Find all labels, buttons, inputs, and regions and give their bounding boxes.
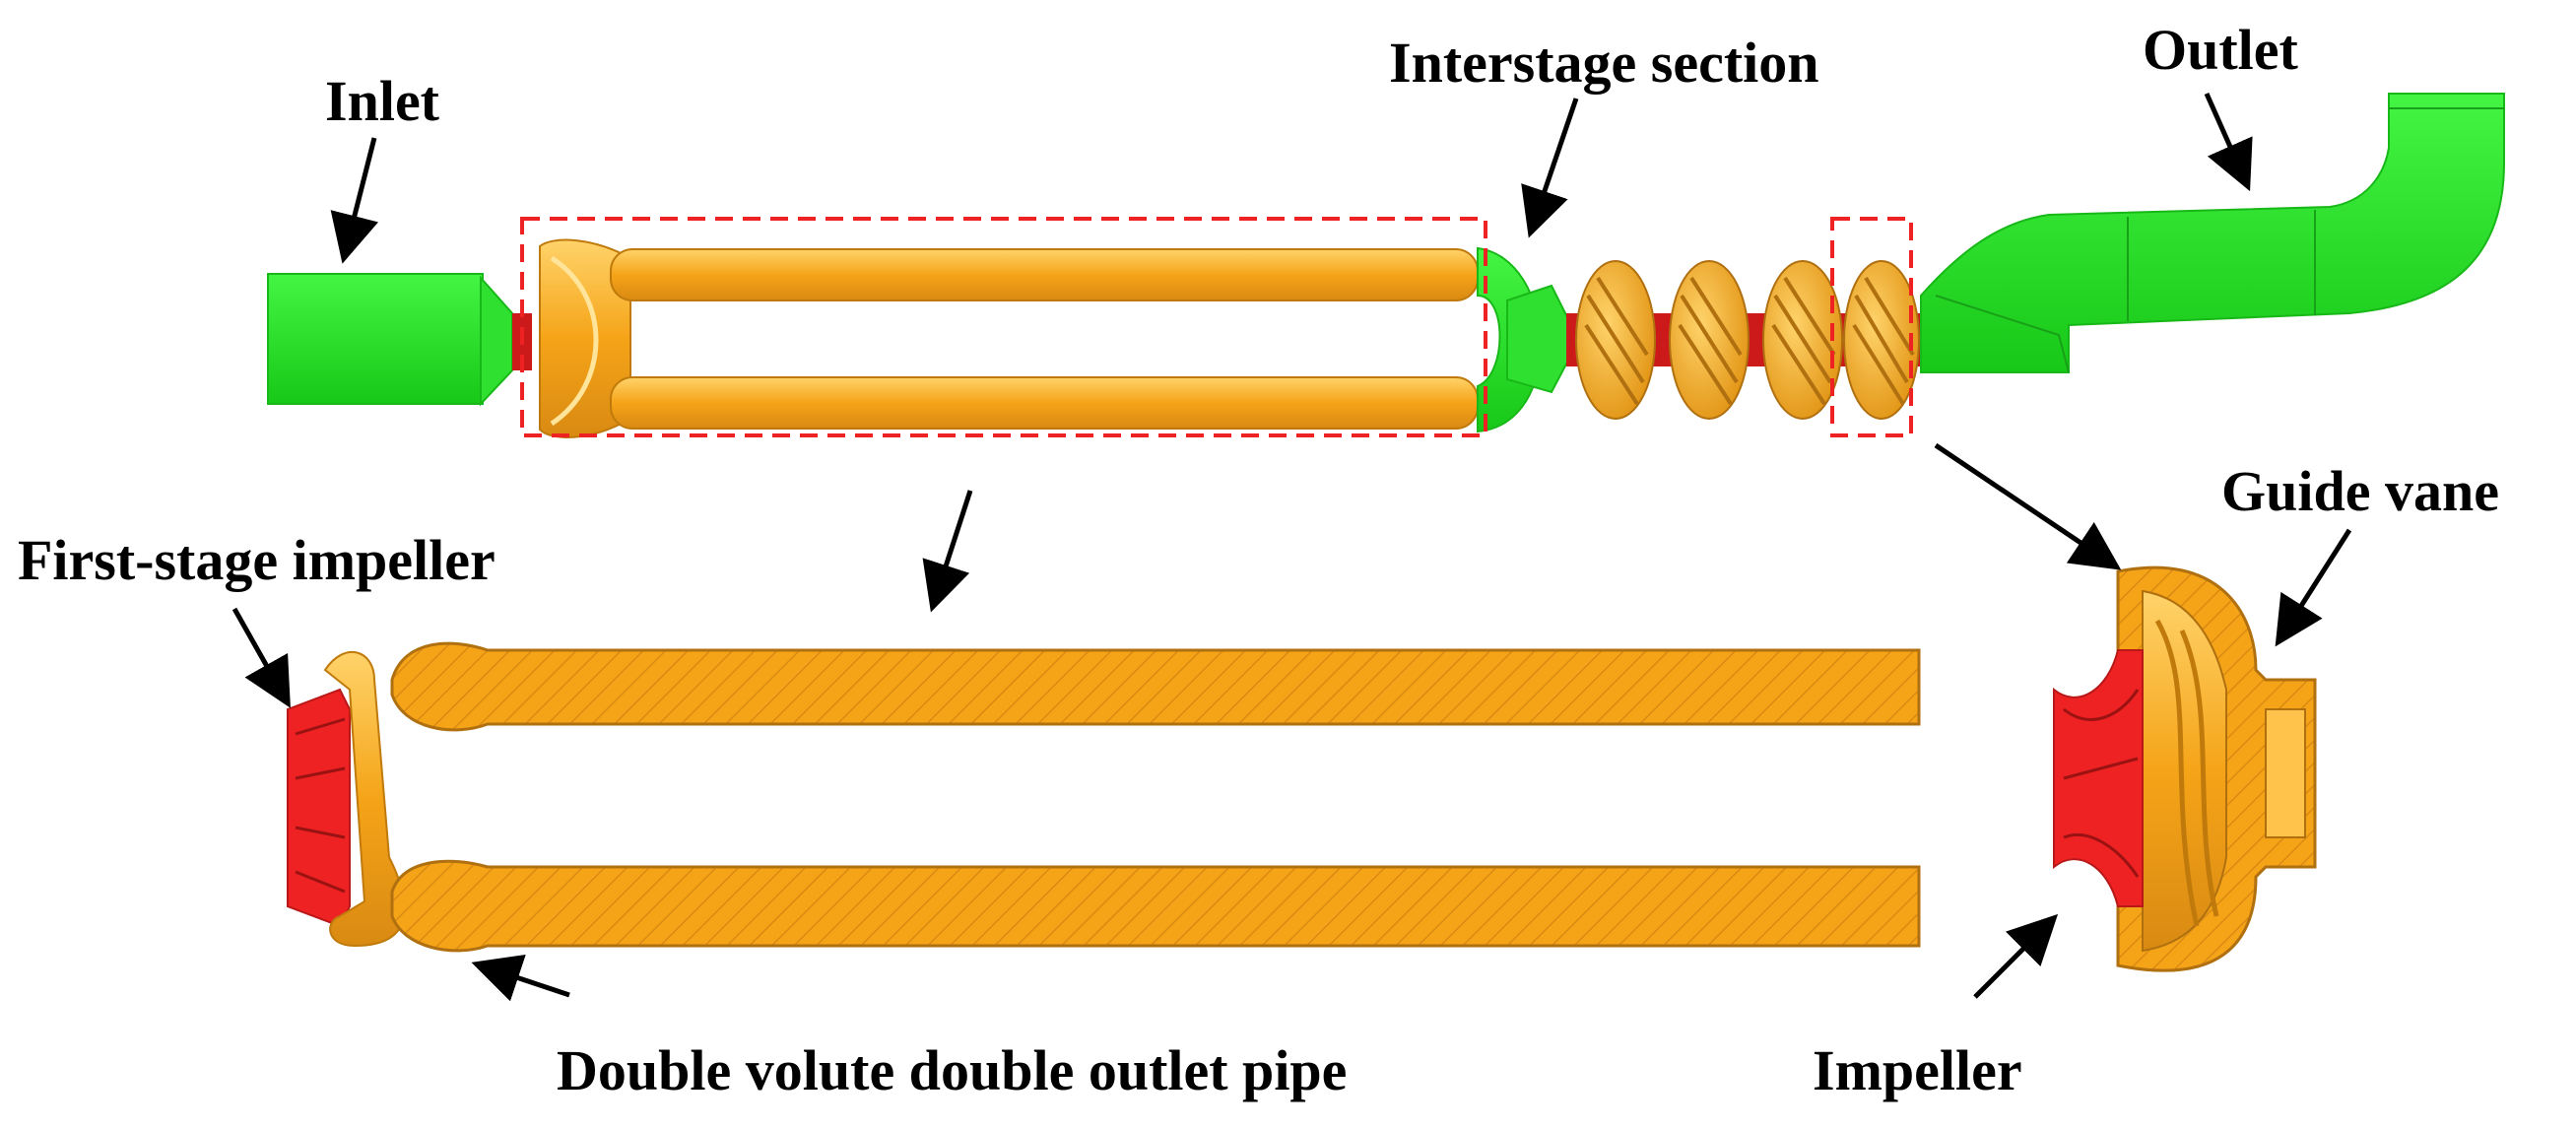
arrow-double-volute — [471, 954, 570, 1002]
stage-3 — [1762, 260, 1843, 420]
pump-assembly-top — [267, 93, 2505, 438]
stage-1 — [1575, 260, 1656, 420]
label-guide-vane: Guide vane — [2221, 459, 2499, 523]
outlet-pipe-lower — [610, 376, 1479, 430]
arrow-outlet — [2204, 92, 2253, 192]
highlight-box-first-stage — [520, 217, 1487, 437]
arrow-impeller — [1973, 913, 2059, 999]
stage-2 — [1669, 260, 1750, 420]
arrow-guide-vane — [2275, 528, 2352, 647]
stage-section-view — [2053, 565, 2317, 972]
arrow-to-stage-view — [1934, 442, 2122, 570]
double-volute-section-view — [287, 641, 1921, 953]
first-stage-impeller-shape — [287, 688, 351, 928]
arrow-to-section-view — [922, 490, 973, 613]
impeller-shape — [2053, 649, 2144, 907]
label-interstage-section: Interstage section — [1389, 31, 1819, 95]
arrow-interstage — [1521, 98, 1579, 238]
arrow-inlet — [330, 137, 379, 264]
arrow-first-stage-impeller — [231, 607, 291, 708]
outlet-pipe-upper — [610, 248, 1479, 301]
label-double-volute-double-outlet-pipe: Double volute double outlet pipe — [557, 1038, 1347, 1102]
outlet-pipe — [1920, 93, 2505, 373]
stage-4 — [1843, 260, 1920, 420]
label-outlet: Outlet — [2143, 18, 2299, 82]
label-first-stage-impeller: First-stage impeller — [18, 528, 495, 592]
label-inlet: Inlet — [325, 69, 440, 133]
annotation-arrows — [231, 92, 2352, 1002]
label-impeller: Impeller — [1813, 1038, 2022, 1102]
highlight-box-last-stage — [1830, 217, 1913, 437]
inlet-pipe — [267, 273, 532, 407]
interstage-section — [1477, 246, 1572, 433]
